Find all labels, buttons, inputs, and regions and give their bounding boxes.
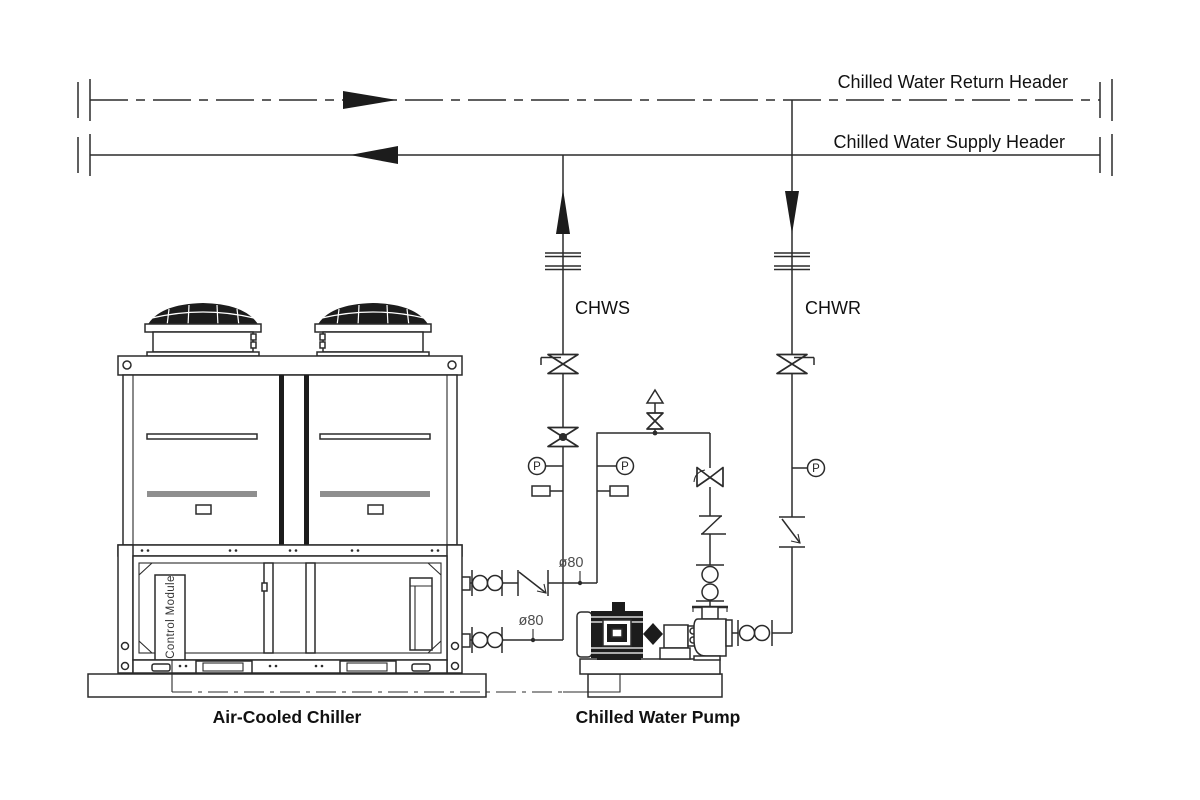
- chiller-bottom-rail: [132, 659, 448, 674]
- pipe-size-label: ø80: [519, 613, 544, 629]
- gauge-letter: P: [533, 461, 541, 473]
- check-valve-icon: [779, 516, 805, 548]
- pump-pad: [587, 673, 723, 698]
- butterfly-valve-icon: [693, 466, 724, 488]
- test-plug-icon: [597, 485, 629, 497]
- flow-arrow-icon: [350, 146, 398, 164]
- air-vent-icon: [645, 388, 665, 436]
- pump-casing-icon: [692, 605, 733, 661]
- supply-header: Chilled Water Supply Header: [77, 132, 1113, 176]
- chws-label: CHWS: [575, 298, 630, 318]
- pump-baseplate: [579, 658, 721, 675]
- chiller-pad: [87, 673, 487, 698]
- chilled-water-pump: [576, 602, 733, 675]
- chws-riser: CHWS P: [527, 155, 630, 640]
- flexible-connector-icon: [737, 620, 773, 646]
- flexible-connector-icon: [471, 570, 504, 596]
- air-cooled-chiller: Control Module: [117, 303, 463, 674]
- control-module: Control Module: [154, 574, 186, 661]
- pressure-gauge-icon: P: [527, 456, 563, 476]
- pipe-size-callout: ø80: [559, 555, 584, 586]
- coupling-icon: [643, 623, 663, 645]
- check-valve-icon: [517, 570, 549, 596]
- pump-motor-icon: [576, 602, 643, 660]
- shutoff-valve-icon: [540, 353, 579, 375]
- flange-icon: [545, 252, 581, 271]
- discharge-run-pipe: [596, 432, 710, 583]
- flow-arrow-icon: [343, 91, 397, 109]
- gauge-letter: P: [812, 463, 820, 475]
- pipe-break-icon: [77, 79, 1113, 121]
- flexible-connector-icon: [471, 627, 504, 653]
- pump-discharge-loop: P: [596, 388, 726, 607]
- balancing-valve-icon: [547, 426, 579, 448]
- chiller-inlet-line: ø80: [459, 555, 597, 596]
- pipe-size-callout: ø80: [519, 613, 544, 643]
- chiller-mid-rail: [117, 544, 463, 557]
- control-module-label: Control Module: [165, 575, 177, 659]
- pressure-gauge-icon: P: [792, 458, 826, 478]
- flow-arrow-down-icon: [785, 191, 799, 234]
- return-header: Chilled Water Return Header: [77, 72, 1113, 121]
- shutoff-valve-icon: [776, 353, 815, 375]
- pipe-size-label: ø80: [559, 555, 584, 571]
- gauge-letter: P: [621, 461, 629, 473]
- chiller-base-section: Control Module: [117, 544, 463, 674]
- test-plug-icon: [531, 485, 563, 497]
- flange-icon: [774, 252, 810, 271]
- supply-header-label: Chilled Water Supply Header: [834, 132, 1065, 152]
- chiller-coil-section: [122, 374, 458, 546]
- condenser-fan-icon: [144, 303, 262, 357]
- chwr-label: CHWR: [805, 298, 861, 318]
- flex-joint-icon: [699, 515, 726, 535]
- condenser-fan-icon: [314, 303, 432, 357]
- pump-label: Chilled Water Pump: [576, 707, 741, 727]
- chwr-riser: CHWR P: [732, 100, 861, 646]
- chiller-outlet-line: ø80: [459, 613, 563, 653]
- flow-arrow-up-icon: [556, 189, 570, 234]
- chiller-label: Air-Cooled Chiller: [213, 707, 362, 727]
- return-header-label: Chilled Water Return Header: [838, 72, 1068, 92]
- flexible-connector-icon: [696, 564, 724, 602]
- pump-pedestal: [659, 624, 699, 660]
- pipe-break-icon: [77, 134, 1113, 176]
- pressure-gauge-icon: P: [597, 456, 635, 476]
- chiller-top-rail: [117, 355, 463, 376]
